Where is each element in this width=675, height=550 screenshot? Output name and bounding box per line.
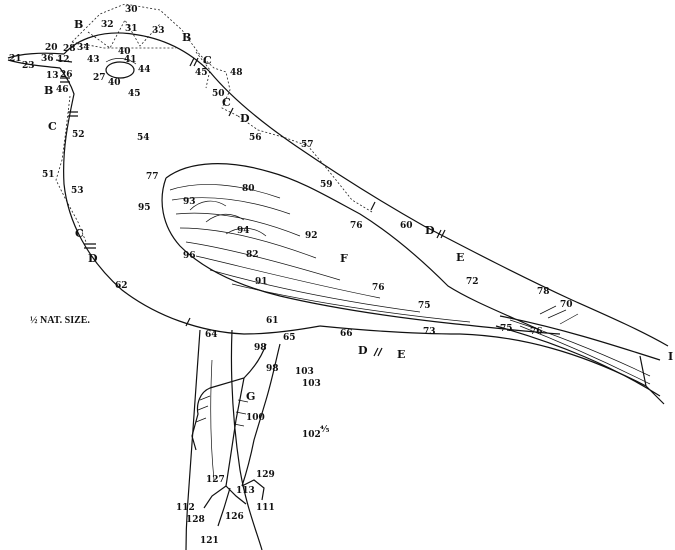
label-lC3: C bbox=[48, 120, 57, 133]
label-l33: 33 bbox=[152, 26, 165, 36]
label-l127: 127 bbox=[206, 475, 225, 485]
label-l61: 61 bbox=[266, 316, 279, 326]
label-l60: 60 bbox=[400, 221, 413, 231]
label-l30a: 30 bbox=[125, 5, 138, 15]
label-l102: 102 bbox=[302, 430, 321, 440]
label-l65: 65 bbox=[283, 333, 296, 343]
label-l43: 43 bbox=[87, 55, 100, 65]
label-lD3: D bbox=[88, 252, 98, 265]
label-l36: 36 bbox=[41, 54, 54, 64]
label-l51: 51 bbox=[42, 170, 55, 180]
label-l126: 126 bbox=[225, 512, 244, 522]
label-l112: 112 bbox=[176, 503, 195, 513]
label-l128: 128 bbox=[186, 515, 205, 525]
label-lC1: C bbox=[203, 54, 212, 67]
label-l76c: 76 bbox=[530, 327, 543, 337]
label-l62: 62 bbox=[115, 281, 128, 291]
label-l52: 52 bbox=[72, 130, 85, 140]
label-l77: 77 bbox=[146, 172, 159, 182]
label-l94: 94 bbox=[237, 226, 250, 236]
label-l76a: 76 bbox=[350, 221, 363, 231]
label-l121: 121 bbox=[200, 536, 219, 546]
label-l95: 95 bbox=[138, 203, 151, 213]
label-l21: 21 bbox=[9, 54, 22, 64]
label-l91: 91 bbox=[255, 277, 268, 287]
region-boundaries bbox=[56, 4, 372, 242]
label-l113: 113 bbox=[236, 486, 255, 496]
label-l48: 48 bbox=[230, 68, 243, 78]
label-l75b: 75 bbox=[500, 324, 513, 334]
label-lB1: B bbox=[74, 18, 83, 31]
label-l23: 23 bbox=[22, 61, 35, 71]
label-l53: 53 bbox=[71, 186, 84, 196]
label-lE2: E bbox=[397, 348, 405, 361]
label-l82: 82 bbox=[246, 250, 259, 260]
label-l70: 70 bbox=[560, 300, 573, 310]
label-l34: 34 bbox=[77, 43, 90, 53]
label-lD4: D bbox=[358, 344, 368, 357]
scale-label: ½ NAT. SIZE. bbox=[30, 315, 90, 326]
division-marks bbox=[60, 58, 445, 356]
label-l103a: 103 bbox=[295, 367, 314, 377]
label-l72: 72 bbox=[466, 277, 479, 287]
label-l76b: 76 bbox=[372, 283, 385, 293]
label-l103b: 103 bbox=[302, 379, 321, 389]
label-l96: 96 bbox=[183, 251, 196, 261]
label-l129: 129 bbox=[256, 470, 275, 480]
label-l80: 80 bbox=[242, 184, 255, 194]
head-back-outline bbox=[64, 33, 668, 346]
label-l28: 28 bbox=[63, 44, 76, 54]
label-l12: 12 bbox=[57, 55, 70, 65]
label-l46: 46 bbox=[56, 85, 69, 95]
label-lC4: C bbox=[75, 227, 84, 240]
label-l54: 54 bbox=[137, 133, 150, 143]
label-lB3: B bbox=[44, 84, 53, 97]
label-l44: 44 bbox=[138, 65, 151, 75]
label-l98a: 98 bbox=[254, 343, 267, 353]
label-lG: G bbox=[246, 390, 255, 403]
label-l40b: 40 bbox=[108, 78, 121, 88]
label-lI: I bbox=[668, 350, 673, 363]
label-l56: 56 bbox=[249, 133, 262, 143]
label-l41: 41 bbox=[124, 55, 137, 65]
label-l32: 32 bbox=[101, 20, 114, 30]
label-l100: 100 bbox=[246, 413, 265, 423]
label-l27: 27 bbox=[93, 73, 106, 83]
label-l78: 78 bbox=[537, 287, 550, 297]
label-lB2: B bbox=[182, 31, 191, 44]
label-l4: ⁴⁄₅ bbox=[320, 425, 329, 435]
label-lF: F bbox=[340, 252, 348, 265]
tail bbox=[496, 306, 660, 396]
bird-body bbox=[8, 33, 668, 404]
label-lD2: D bbox=[425, 224, 435, 237]
label-l45a: 45 bbox=[195, 68, 208, 78]
label-lD1: D bbox=[240, 112, 250, 125]
label-l45b: 45 bbox=[128, 89, 141, 99]
label-l66: 66 bbox=[340, 329, 353, 339]
label-l64: 64 bbox=[205, 330, 218, 340]
belly-outline bbox=[320, 326, 664, 404]
label-lE1: E bbox=[456, 251, 464, 264]
label-l57: 57 bbox=[301, 140, 314, 150]
label-l75a: 75 bbox=[418, 301, 431, 311]
label-l92: 92 bbox=[305, 231, 318, 241]
label-l20: 20 bbox=[45, 43, 58, 53]
label-l73: 73 bbox=[423, 327, 436, 337]
label-l59: 59 bbox=[320, 180, 333, 190]
label-l26: 26 bbox=[60, 70, 73, 80]
label-l111: 111 bbox=[256, 503, 275, 513]
label-l31: 31 bbox=[125, 24, 138, 34]
label-l13: 13 bbox=[46, 71, 59, 81]
label-lC2: C bbox=[222, 96, 231, 109]
label-l93: 93 bbox=[183, 197, 196, 207]
label-l98b: 98 bbox=[266, 364, 279, 374]
